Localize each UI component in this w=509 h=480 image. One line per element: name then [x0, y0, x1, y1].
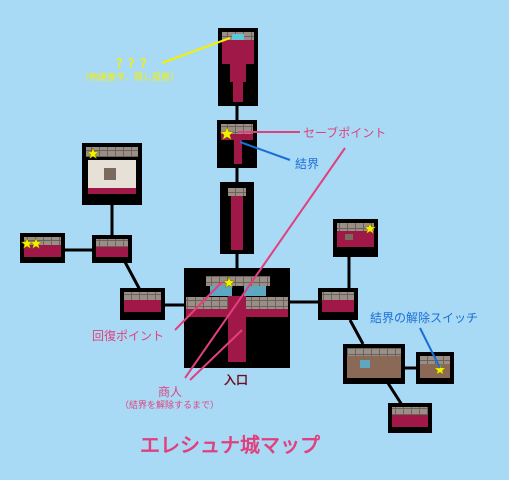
west-mid-room [92, 235, 132, 263]
star-icon [219, 126, 235, 141]
pointer-switch [419, 327, 441, 369]
map-title: エレシュナ城マップ [140, 433, 320, 457]
west-room [20, 233, 65, 263]
pointer-merchant-a [184, 147, 346, 379]
entrance-hall [184, 268, 290, 368]
hallway [220, 182, 254, 254]
barrier-switch-label: 結界の解除スイッチ [370, 311, 479, 325]
corridor-east-se [348, 319, 365, 345]
pointer-recovery [174, 281, 223, 331]
star-icon [29, 237, 43, 250]
secret-note: （物語後半、隠し部屋） [80, 73, 180, 83]
secret-mark: ？？？ [116, 57, 153, 71]
star-markers [20, 126, 447, 376]
save-room [217, 120, 257, 168]
save-point-label: セーブポイント [303, 126, 387, 140]
corridor-se-bottom [384, 379, 404, 406]
merchant-note: （結界を解除するまで） [120, 401, 220, 411]
bottom-room [388, 403, 432, 433]
corridors [64, 105, 416, 406]
star-icon [363, 222, 377, 235]
pointer-secret [161, 37, 231, 64]
pointer-lines [161, 37, 441, 381]
se-room [343, 344, 405, 384]
merchant-label: 商人 [158, 385, 183, 399]
recovery-point-label: 回復ポイント [92, 329, 165, 343]
pointer-merchant-b [189, 329, 243, 381]
barrier-label: 結界 [295, 157, 320, 171]
star-icon [433, 363, 447, 376]
ne-room [333, 219, 378, 257]
recovery-room [120, 288, 165, 320]
corridor-west-diagonal [123, 261, 142, 291]
pointer-barrier [239, 141, 291, 161]
star-icon [222, 276, 236, 289]
star-icon [86, 147, 100, 160]
secret-room [218, 28, 258, 106]
east-room [318, 288, 358, 320]
entrance-label: 入口 [224, 373, 249, 387]
